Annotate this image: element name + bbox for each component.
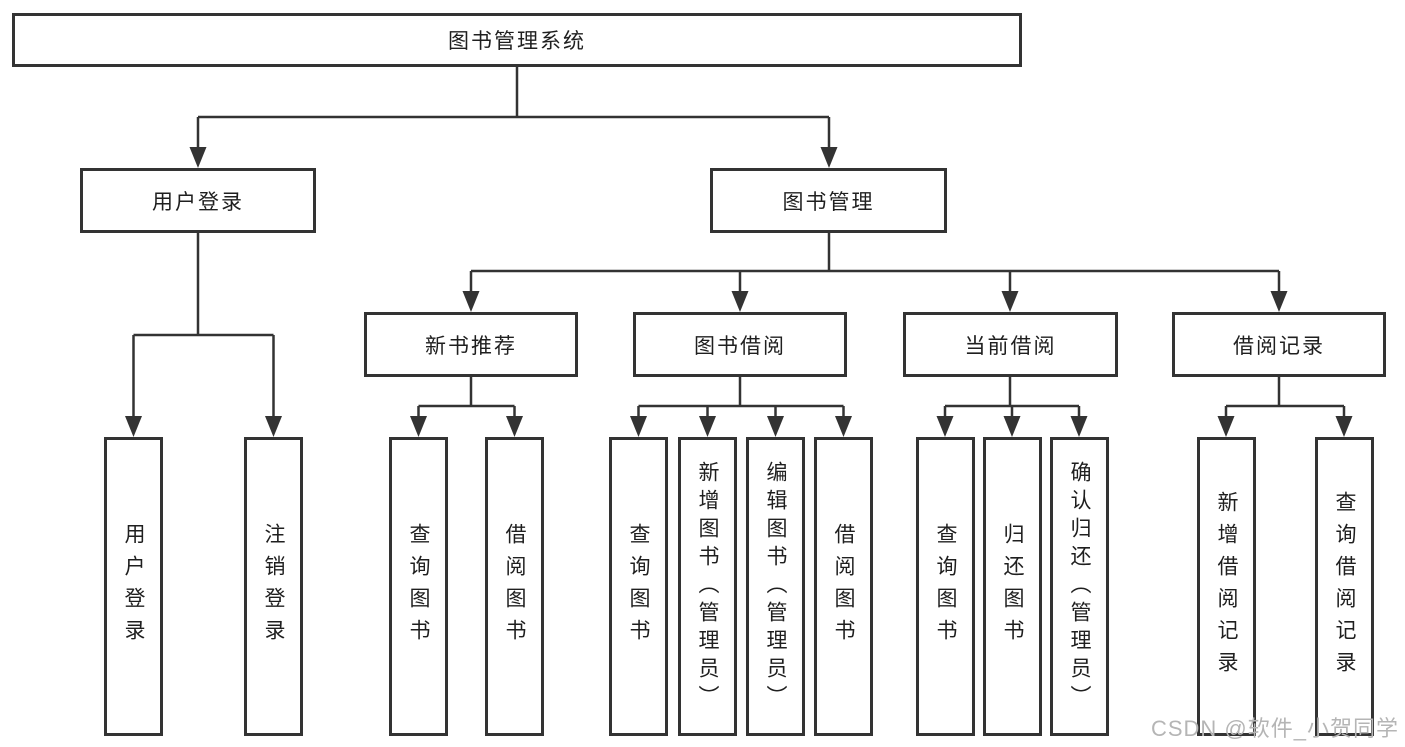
node-book-borrowing: 图书借阅 bbox=[633, 312, 847, 377]
leaf-borrow-books-1: 借阅图书 bbox=[485, 437, 544, 736]
leaf-add-borrow-record-label: 新增借阅记录 bbox=[1215, 490, 1238, 683]
leaf-confirm-return-admin: 确认归还（管理员） bbox=[1050, 437, 1109, 736]
leaf-query-books-3: 查询图书 bbox=[916, 437, 975, 736]
csdn-watermark: CSDN @软件_小贺同学 bbox=[1150, 716, 1399, 741]
leaf-borrow-books-2: 借阅图书 bbox=[814, 437, 873, 736]
node-book-management: 图书管理 bbox=[710, 168, 947, 233]
node-user-login: 用户登录 bbox=[80, 168, 316, 233]
node-current-borrowing-label: 当前借阅 bbox=[964, 334, 1057, 358]
leaf-query-borrow-record: 查询借阅记录 bbox=[1315, 437, 1374, 736]
node-current-borrowing: 当前借阅 bbox=[903, 312, 1118, 377]
leaf-add-borrow-record: 新增借阅记录 bbox=[1197, 437, 1256, 736]
node-book-borrowing-label: 图书借阅 bbox=[694, 334, 786, 358]
leaf-user-login-label: 用户登录 bbox=[122, 522, 145, 651]
leaf-return-books: 归还图书 bbox=[983, 437, 1042, 736]
leaf-query-books-1: 查询图书 bbox=[389, 437, 448, 736]
leaf-user-login: 用户登录 bbox=[104, 437, 163, 736]
root-node: 图书管理系统 bbox=[12, 13, 1022, 67]
node-new-book-recommendation: 新书推荐 bbox=[364, 312, 578, 377]
leaf-confirm-return-admin-label: 确认归还（管理员） bbox=[1068, 460, 1091, 713]
leaf-logout: 注销登录 bbox=[244, 437, 303, 736]
node-borrowing-records: 借阅记录 bbox=[1172, 312, 1386, 377]
leaf-query-books-3-label: 查询图书 bbox=[934, 522, 957, 651]
leaf-borrow-books-1-label: 借阅图书 bbox=[503, 522, 526, 651]
leaf-query-books-2: 查询图书 bbox=[609, 437, 668, 736]
node-user-login-label: 用户登录 bbox=[152, 190, 244, 214]
leaf-add-books-admin: 新增图书（管理员） bbox=[678, 437, 737, 736]
leaf-return-books-label: 归还图书 bbox=[1001, 522, 1024, 651]
leaf-edit-books-admin: 编辑图书（管理员） bbox=[746, 437, 805, 736]
leaf-query-books-1-label: 查询图书 bbox=[407, 522, 430, 651]
node-borrowing-records-label: 借阅记录 bbox=[1233, 334, 1325, 358]
leaf-query-books-2-label: 查询图书 bbox=[627, 522, 650, 651]
leaf-borrow-books-2-label: 借阅图书 bbox=[832, 522, 855, 651]
leaf-logout-label: 注销登录 bbox=[262, 522, 285, 651]
leaf-add-books-admin-label: 新增图书（管理员） bbox=[696, 460, 719, 713]
leaf-edit-books-admin-label: 编辑图书（管理员） bbox=[764, 460, 787, 713]
node-new-book-recommendation-label: 新书推荐 bbox=[425, 334, 517, 358]
leaf-query-borrow-record-label: 查询借阅记录 bbox=[1333, 490, 1356, 683]
node-book-management-label: 图书管理 bbox=[782, 190, 875, 214]
root-node-label: 图书管理系统 bbox=[448, 30, 586, 53]
